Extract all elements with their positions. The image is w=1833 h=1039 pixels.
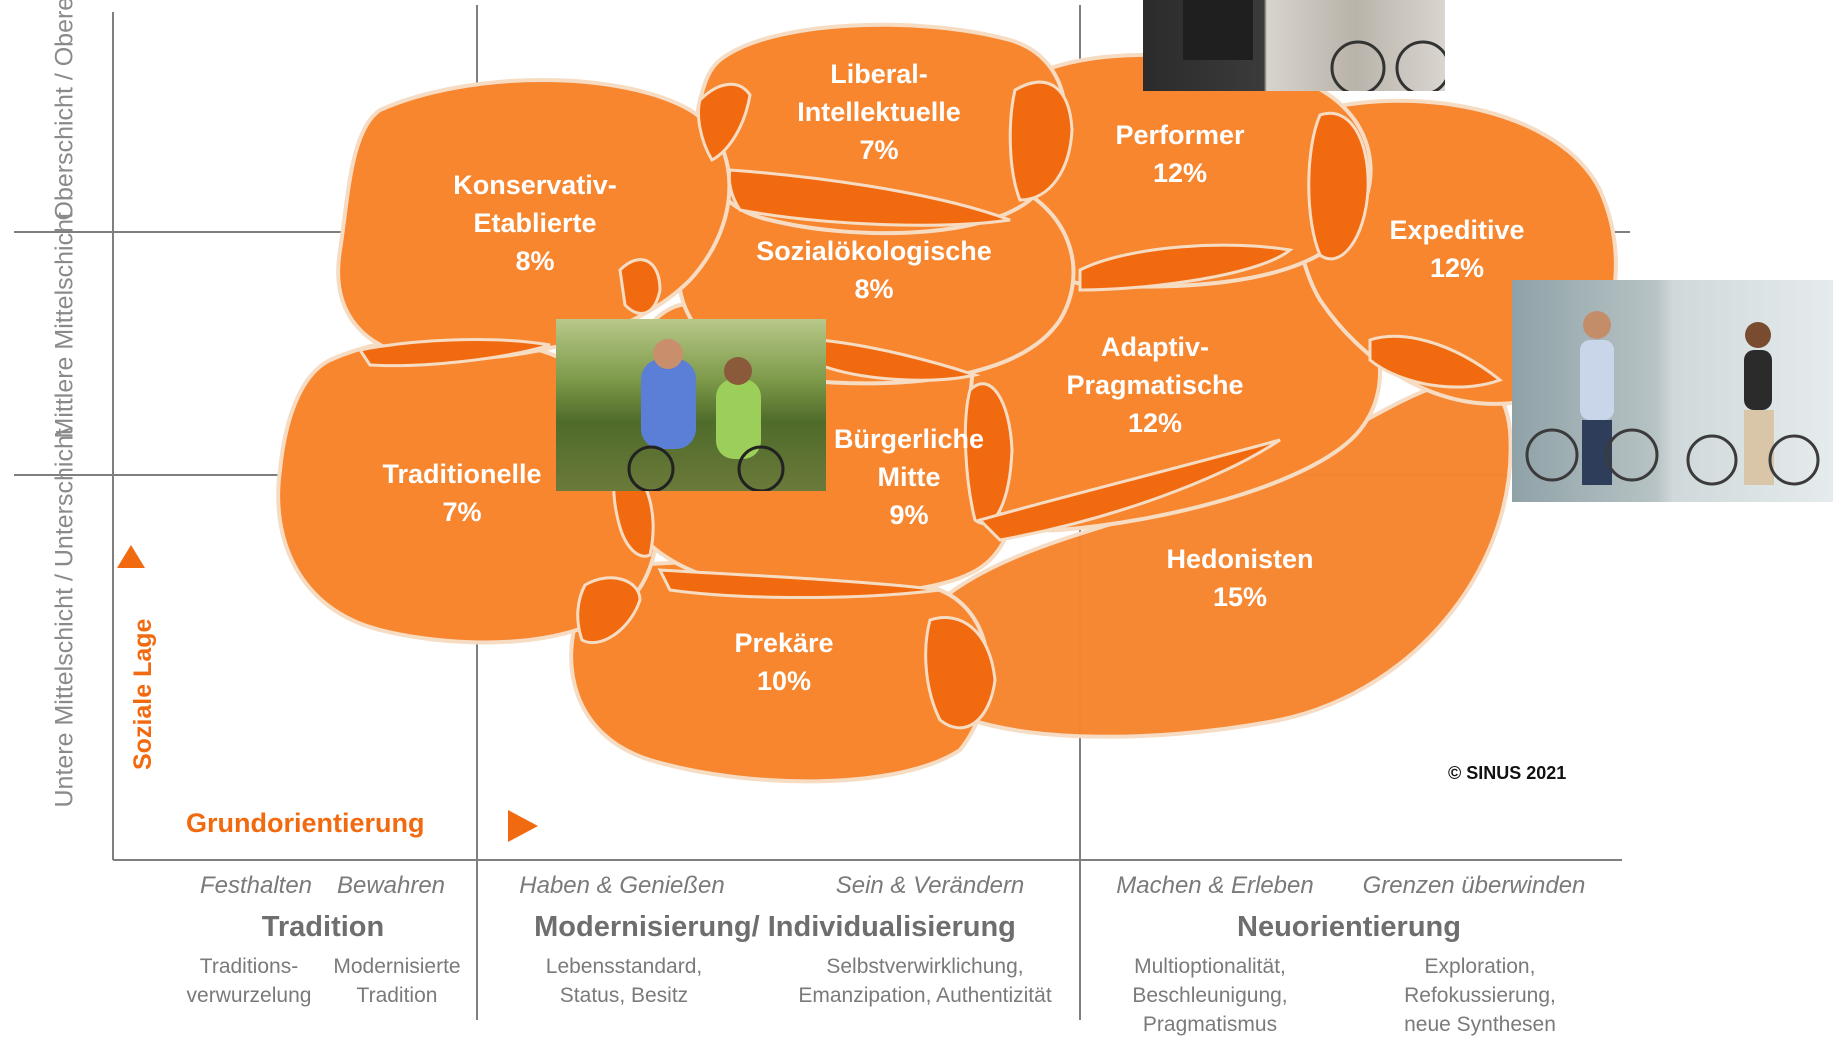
group-neuorientierung: Neuorientierung <box>1237 911 1461 943</box>
sub-exploration: Exploration,Refokussierung,neue Synthese… <box>1404 955 1556 1036</box>
overlap-11 <box>576 576 642 645</box>
triangle-right-icon <box>508 810 538 842</box>
group-modernisierung: Modernisierung/ Individualisierung <box>534 911 1016 943</box>
photo-seniors-cycling <box>556 319 826 491</box>
young-bicycle-icon <box>1525 311 1820 486</box>
overlap-10 <box>657 568 941 599</box>
triangle-up-icon <box>117 545 145 568</box>
overlap-8 <box>977 438 1281 542</box>
row-label-upper: Oberschicht / Obere Mittelschicht <box>50 0 79 221</box>
overlap-5 <box>1307 111 1370 261</box>
photo-cyclists-top <box>1143 0 1445 91</box>
row-label-lower: Untere Mittelschicht / Unterschicht <box>50 428 79 808</box>
bicycle-icon <box>1183 0 1445 91</box>
y-axis-label: Soziale Lage <box>129 618 157 770</box>
row-label-middle: Mittlere Mittelschicht <box>50 212 79 439</box>
sub-selbstverwirklichung: Selbstverwirklichung,Emanzipation, Authe… <box>798 955 1052 1007</box>
value-bewahren: Bewahren <box>336 872 446 899</box>
sub-lebensstandard: Lebensstandard,Status, Besitz <box>545 955 703 1007</box>
photo-young-cyclists <box>1512 280 1833 502</box>
overlap-1 <box>697 82 752 163</box>
overlap-15 <box>618 258 662 315</box>
copyright: © SINUS 2021 <box>1448 763 1567 783</box>
value-haben-geniessen: Haben & Genießen <box>519 872 725 899</box>
overlap-7 <box>963 382 1014 525</box>
overlap-9 <box>924 616 997 730</box>
overlap-2 <box>727 168 1011 227</box>
sub-traditionsverwurzelung: Traditions-verwurzelung <box>186 955 312 1007</box>
group-tradition: Tradition <box>261 911 385 943</box>
overlap-4 <box>1078 243 1294 292</box>
value-grenzen-ueberwinden: Grenzen überwinden <box>1362 872 1586 899</box>
overlap-6 <box>1368 334 1504 389</box>
sub-multioptionalitaet: Multioptionalität,Beschleunigung,Pragmat… <box>1132 955 1288 1036</box>
overlap-14 <box>818 338 981 382</box>
overlap-13 <box>357 338 551 368</box>
value-machen-erleben: Machen & Erleben <box>1116 872 1314 899</box>
overlap-3 <box>1008 80 1074 202</box>
value-festhalten: Festhalten <box>199 872 313 899</box>
seniors-bicycle-icon <box>627 339 785 491</box>
x-axis-label: Grundorientierung <box>186 808 425 838</box>
overlap-regions <box>357 80 1504 730</box>
value-sein-veraendern: Sein & Verändern <box>835 872 1025 899</box>
